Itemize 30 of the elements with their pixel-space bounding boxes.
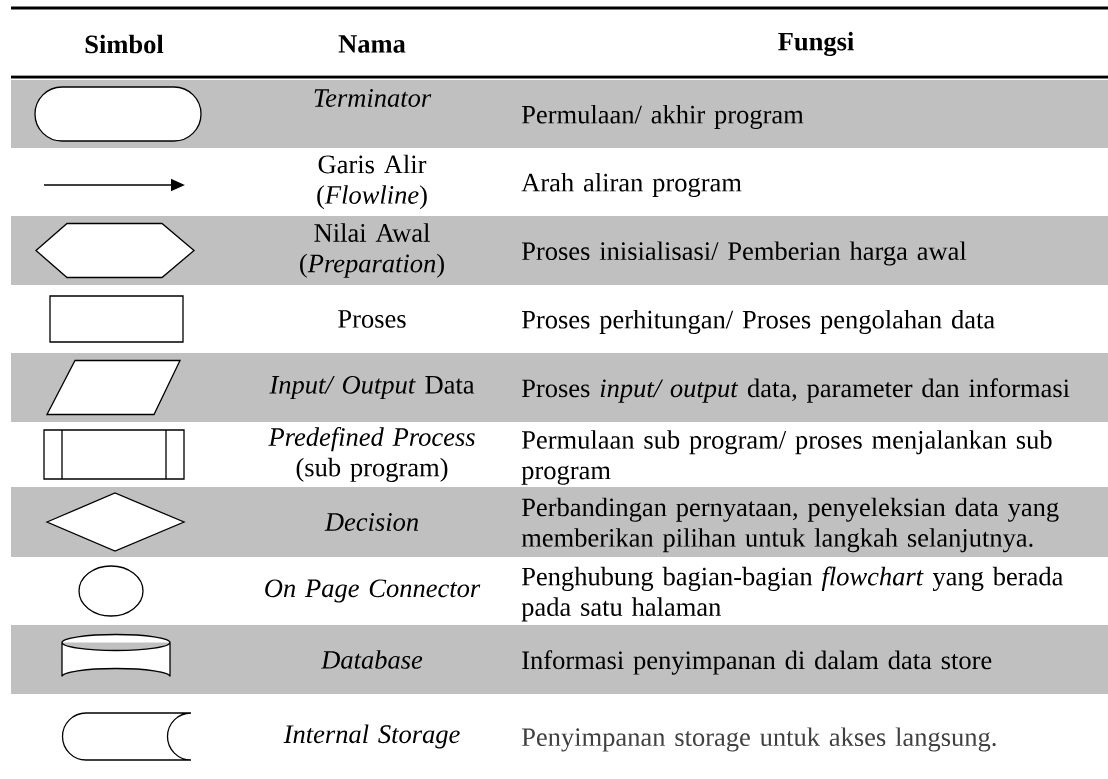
stadium-symbol — [34, 86, 202, 142]
symbol-name: Internal Storage — [283, 724, 460, 749]
subroutine-symbol — [43, 429, 185, 480]
symbol-name: Proses — [338, 310, 406, 328]
symbol-function: Permulaan/ akhir program — [521, 104, 804, 130]
symbol-name: On Page Connector — [265, 579, 481, 603]
symbol-name: Database — [320, 650, 423, 669]
symbol-name: Terminator — [314, 89, 432, 107]
symbol-function: Proses perhitungan/ Proses pengolahan data — [521, 309, 995, 335]
symbol-function: Permulaan sub program/ proses menjalankan sub program — [521, 430, 1052, 485]
symbol-name: Garis Alir (Flowline) — [317, 154, 427, 210]
column-header: Fungsi — [778, 31, 854, 57]
symbol-name: Decision — [324, 513, 418, 531]
column-header: Nama — [338, 35, 406, 53]
hexagon-symbol — [35, 222, 195, 279]
circle-symbol — [78, 565, 144, 617]
column-header: Simbol — [85, 34, 164, 54]
symbol-name: Input/ Output Data — [269, 375, 475, 400]
cylinder-symbol — [61, 633, 171, 678]
box-symbol — [49, 295, 184, 343]
symbol-function: Penghubung bagian-bagian flowchart yang berada pada satu halaman — [521, 566, 1063, 622]
symbol-function: Penyimpanan storage untuk akses langsung. — [521, 727, 996, 752]
symbol-name: Nilai Awal (Preparation) — [300, 223, 444, 278]
symbol-function: Arah aliran program — [521, 172, 742, 198]
storage-symbol — [61, 712, 192, 761]
symbol-function: Perbandingan pernyataan, penyeleksian data yang memberikan pilihan untuk langkah selanjutnya. — [521, 497, 1059, 553]
symbol-function: Informasi penyimpanan di dalam data store — [522, 650, 992, 675]
symbol-name: Predefined Process (sub program) — [268, 427, 475, 482]
symbol-function: Proses inisialisasi/ Pemberian harga awal — [521, 241, 967, 266]
symbol-function: Proses input/ output data, parameter dan informasi — [521, 378, 1070, 403]
